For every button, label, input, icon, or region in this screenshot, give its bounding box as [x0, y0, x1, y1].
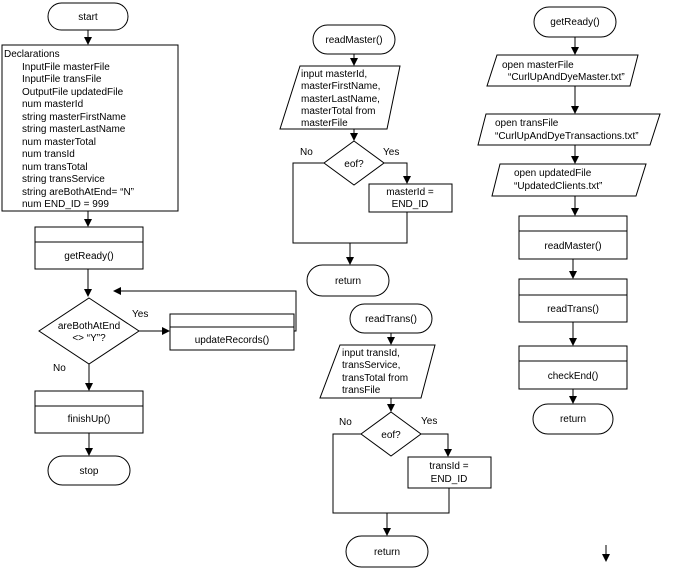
- updaterecords-call-box: [169, 313, 295, 351]
- readmaster-title: readMaster(): [325, 35, 382, 46]
- declaration-line: num masterId: [22, 99, 83, 110]
- readtrans-return-terminal: [345, 535, 429, 568]
- assign-line2: END_ID: [431, 474, 468, 485]
- readmaster-return-terminal: [306, 264, 390, 297]
- open-updatedfile-parallelogram: [491, 163, 647, 197]
- open-line2: “UpdatedClients.txt”: [514, 181, 602, 192]
- decision-text-line1: areBothAtEnd: [58, 321, 120, 332]
- assign-line2: END_ID: [392, 199, 429, 210]
- declaration-line: string masterFirstName: [22, 112, 126, 123]
- readtrans-input-parallelogram: [319, 344, 436, 399]
- open-transfile-parallelogram: [477, 113, 661, 146]
- return-label: return: [335, 276, 361, 287]
- input-line: input transId,: [342, 348, 400, 359]
- input-line: masterFirstName,: [301, 81, 380, 92]
- no-label: No: [339, 417, 352, 428]
- readmaster-eof-decision: [323, 140, 385, 186]
- eof-label: eof?: [381, 430, 401, 441]
- yes-connector: [384, 162, 411, 184]
- no-label: No: [300, 147, 313, 158]
- declarations-title: Declarations: [4, 49, 60, 60]
- readtrans-call-label: readTrans(): [547, 304, 599, 315]
- return-label: return: [374, 547, 400, 558]
- open-line1: open updatedFile: [514, 168, 592, 179]
- open-line1: open transFile: [495, 118, 559, 129]
- readtrans-call-box: [518, 278, 628, 323]
- declaration-line: string transService: [22, 174, 105, 185]
- yes-connector: [421, 433, 452, 457]
- open-line1: open masterFile: [502, 60, 574, 71]
- yes-label: Yes: [383, 147, 399, 158]
- readtrans-eof-decision: [360, 411, 422, 457]
- input-line: transService,: [342, 360, 400, 371]
- merge-connector: [332, 433, 450, 514]
- decision-text-line2: <> “Y”?: [72, 333, 106, 344]
- declaration-line: InputFile masterFile: [22, 62, 110, 73]
- input-line: masterLastName,: [301, 94, 380, 105]
- return-label: return: [560, 414, 586, 425]
- open-line2: “CurlUpAndDyeMaster.txt”: [508, 72, 625, 83]
- getready-call-box: [34, 226, 144, 270]
- getready-call-label: getReady(): [64, 251, 113, 262]
- readmaster-input-parallelogram: [279, 65, 401, 130]
- declaration-line: num END_ID = 999: [22, 199, 109, 210]
- transid-assign-box: [407, 456, 492, 489]
- open-line2: “CurlUpAndDyeTransactions.txt”: [495, 131, 639, 142]
- input-line: transTotal from: [342, 373, 408, 384]
- stop-label: stop: [80, 466, 99, 477]
- declaration-line: string areBothAtEnd= “N”: [22, 187, 134, 198]
- input-line: transFile: [342, 385, 381, 396]
- yes-label: Yes: [421, 416, 437, 427]
- input-line: input masterId,: [301, 69, 367, 80]
- eof-label: eof?: [344, 159, 364, 170]
- declaration-line: num masterTotal: [22, 137, 96, 148]
- no-label: No: [53, 363, 66, 374]
- finishup-call-box: [34, 390, 144, 434]
- assign-line1: masterId =: [386, 187, 434, 198]
- input-line: masterFile: [301, 118, 348, 129]
- yes-label: Yes: [132, 309, 148, 320]
- declaration-line: num transId: [22, 149, 75, 160]
- getready-module-flow: getReady() open masterFile “CurlUpAndDye…: [477, 6, 661, 435]
- declaration-line: num transTotal: [22, 162, 88, 173]
- assign-line1: transId =: [429, 461, 468, 472]
- declaration-line: InputFile transFile: [22, 74, 102, 85]
- checkend-call-label: checkEnd(): [548, 371, 599, 382]
- declarations-box: [1, 44, 179, 212]
- readtrans-title: readTrans(): [365, 314, 417, 325]
- declaration-line: OutputFile updatedFile: [22, 87, 124, 98]
- loop-back-connector: [113, 287, 297, 332]
- readtrans-flow: readTrans() input transId, transService,…: [319, 303, 492, 568]
- getready-title: getReady(): [550, 17, 599, 28]
- declaration-line: string masterLastName: [22, 124, 126, 135]
- getready-return-terminal: [532, 403, 614, 435]
- updaterecords-call-label: updateRecords(): [195, 335, 269, 346]
- merge-connector: [292, 162, 408, 244]
- start-label: start: [78, 12, 98, 23]
- stop-terminal: [47, 455, 131, 486]
- open-masterfile-parallelogram: [486, 54, 639, 87]
- readmaster-flow: readMaster() input masterId, masterFirst…: [279, 24, 453, 297]
- readmaster-call-box: [518, 215, 628, 260]
- readmaster-call-label: readMaster(): [544, 241, 601, 252]
- input-line: masterTotal from: [301, 106, 375, 117]
- masterid-assign-box: [368, 183, 453, 213]
- main-flow: start Declarations InputFile masterFile …: [1, 2, 297, 486]
- checkend-call-box: [518, 345, 628, 390]
- finishup-call-label: finishUp(): [68, 414, 111, 425]
